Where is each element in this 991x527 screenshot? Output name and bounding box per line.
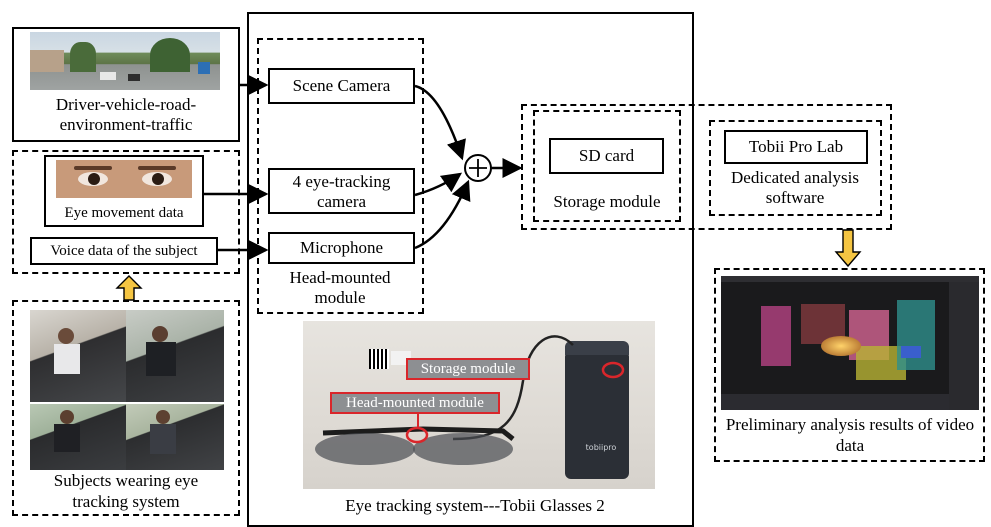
traffic-label: Driver-vehicle-road-environment-traffic	[55, 95, 197, 134]
results-group	[714, 268, 985, 462]
down-arrow-icon	[834, 229, 862, 268]
scene-camera-box: Scene Camera	[268, 68, 415, 104]
results-label: Preliminary analysis results of video da…	[725, 415, 975, 455]
eye-movement-label: Eye movement data	[64, 205, 184, 221]
traffic-scene-box: Driver-vehicle-road-environment-traffic	[12, 27, 240, 142]
traffic-scene-image	[30, 32, 220, 90]
storage-analysis-outer	[521, 104, 892, 230]
sd-card-box: SD card	[549, 138, 664, 174]
analysis-software-label: Dedicated analysis software	[731, 168, 859, 207]
subject-photo-4	[126, 404, 224, 470]
eye-tracking-camera-label: 4 eye-tracking camera	[292, 172, 391, 211]
storage-module-label: Storage module	[553, 192, 661, 211]
up-arrow-icon	[115, 275, 143, 301]
eye-tracking-camera-box: 4 eye-tracking camera	[268, 168, 415, 214]
storage-module-callout: Storage module	[406, 358, 530, 380]
subject-data-group	[12, 150, 240, 274]
analysis-software-group	[709, 120, 882, 216]
head-mounted-label: Head-mounted module	[289, 268, 391, 307]
tobii-pro-lab-box: Tobii Pro Lab	[724, 130, 868, 164]
eye-movement-box: Eye movement data	[44, 155, 204, 227]
photo-caption: Eye tracking system---Tobii Glasses 2	[345, 496, 605, 515]
subjects-label: Subjects wearing eye tracking system	[53, 471, 199, 511]
head-mounted-callout: Head-mounted module	[330, 392, 500, 414]
analysis-screenshot	[721, 276, 979, 410]
subject-photo-2	[126, 310, 224, 402]
microphone-box: Microphone	[268, 232, 415, 264]
storage-module-group	[533, 110, 681, 222]
subjects-group	[12, 300, 240, 516]
voice-data-box: Voice data of the subject	[30, 237, 218, 265]
subject-photo-1	[30, 310, 126, 402]
tobii-brand-text: tobiipro	[585, 443, 617, 452]
subject-photo-3	[30, 404, 126, 470]
eye-image	[56, 160, 192, 198]
